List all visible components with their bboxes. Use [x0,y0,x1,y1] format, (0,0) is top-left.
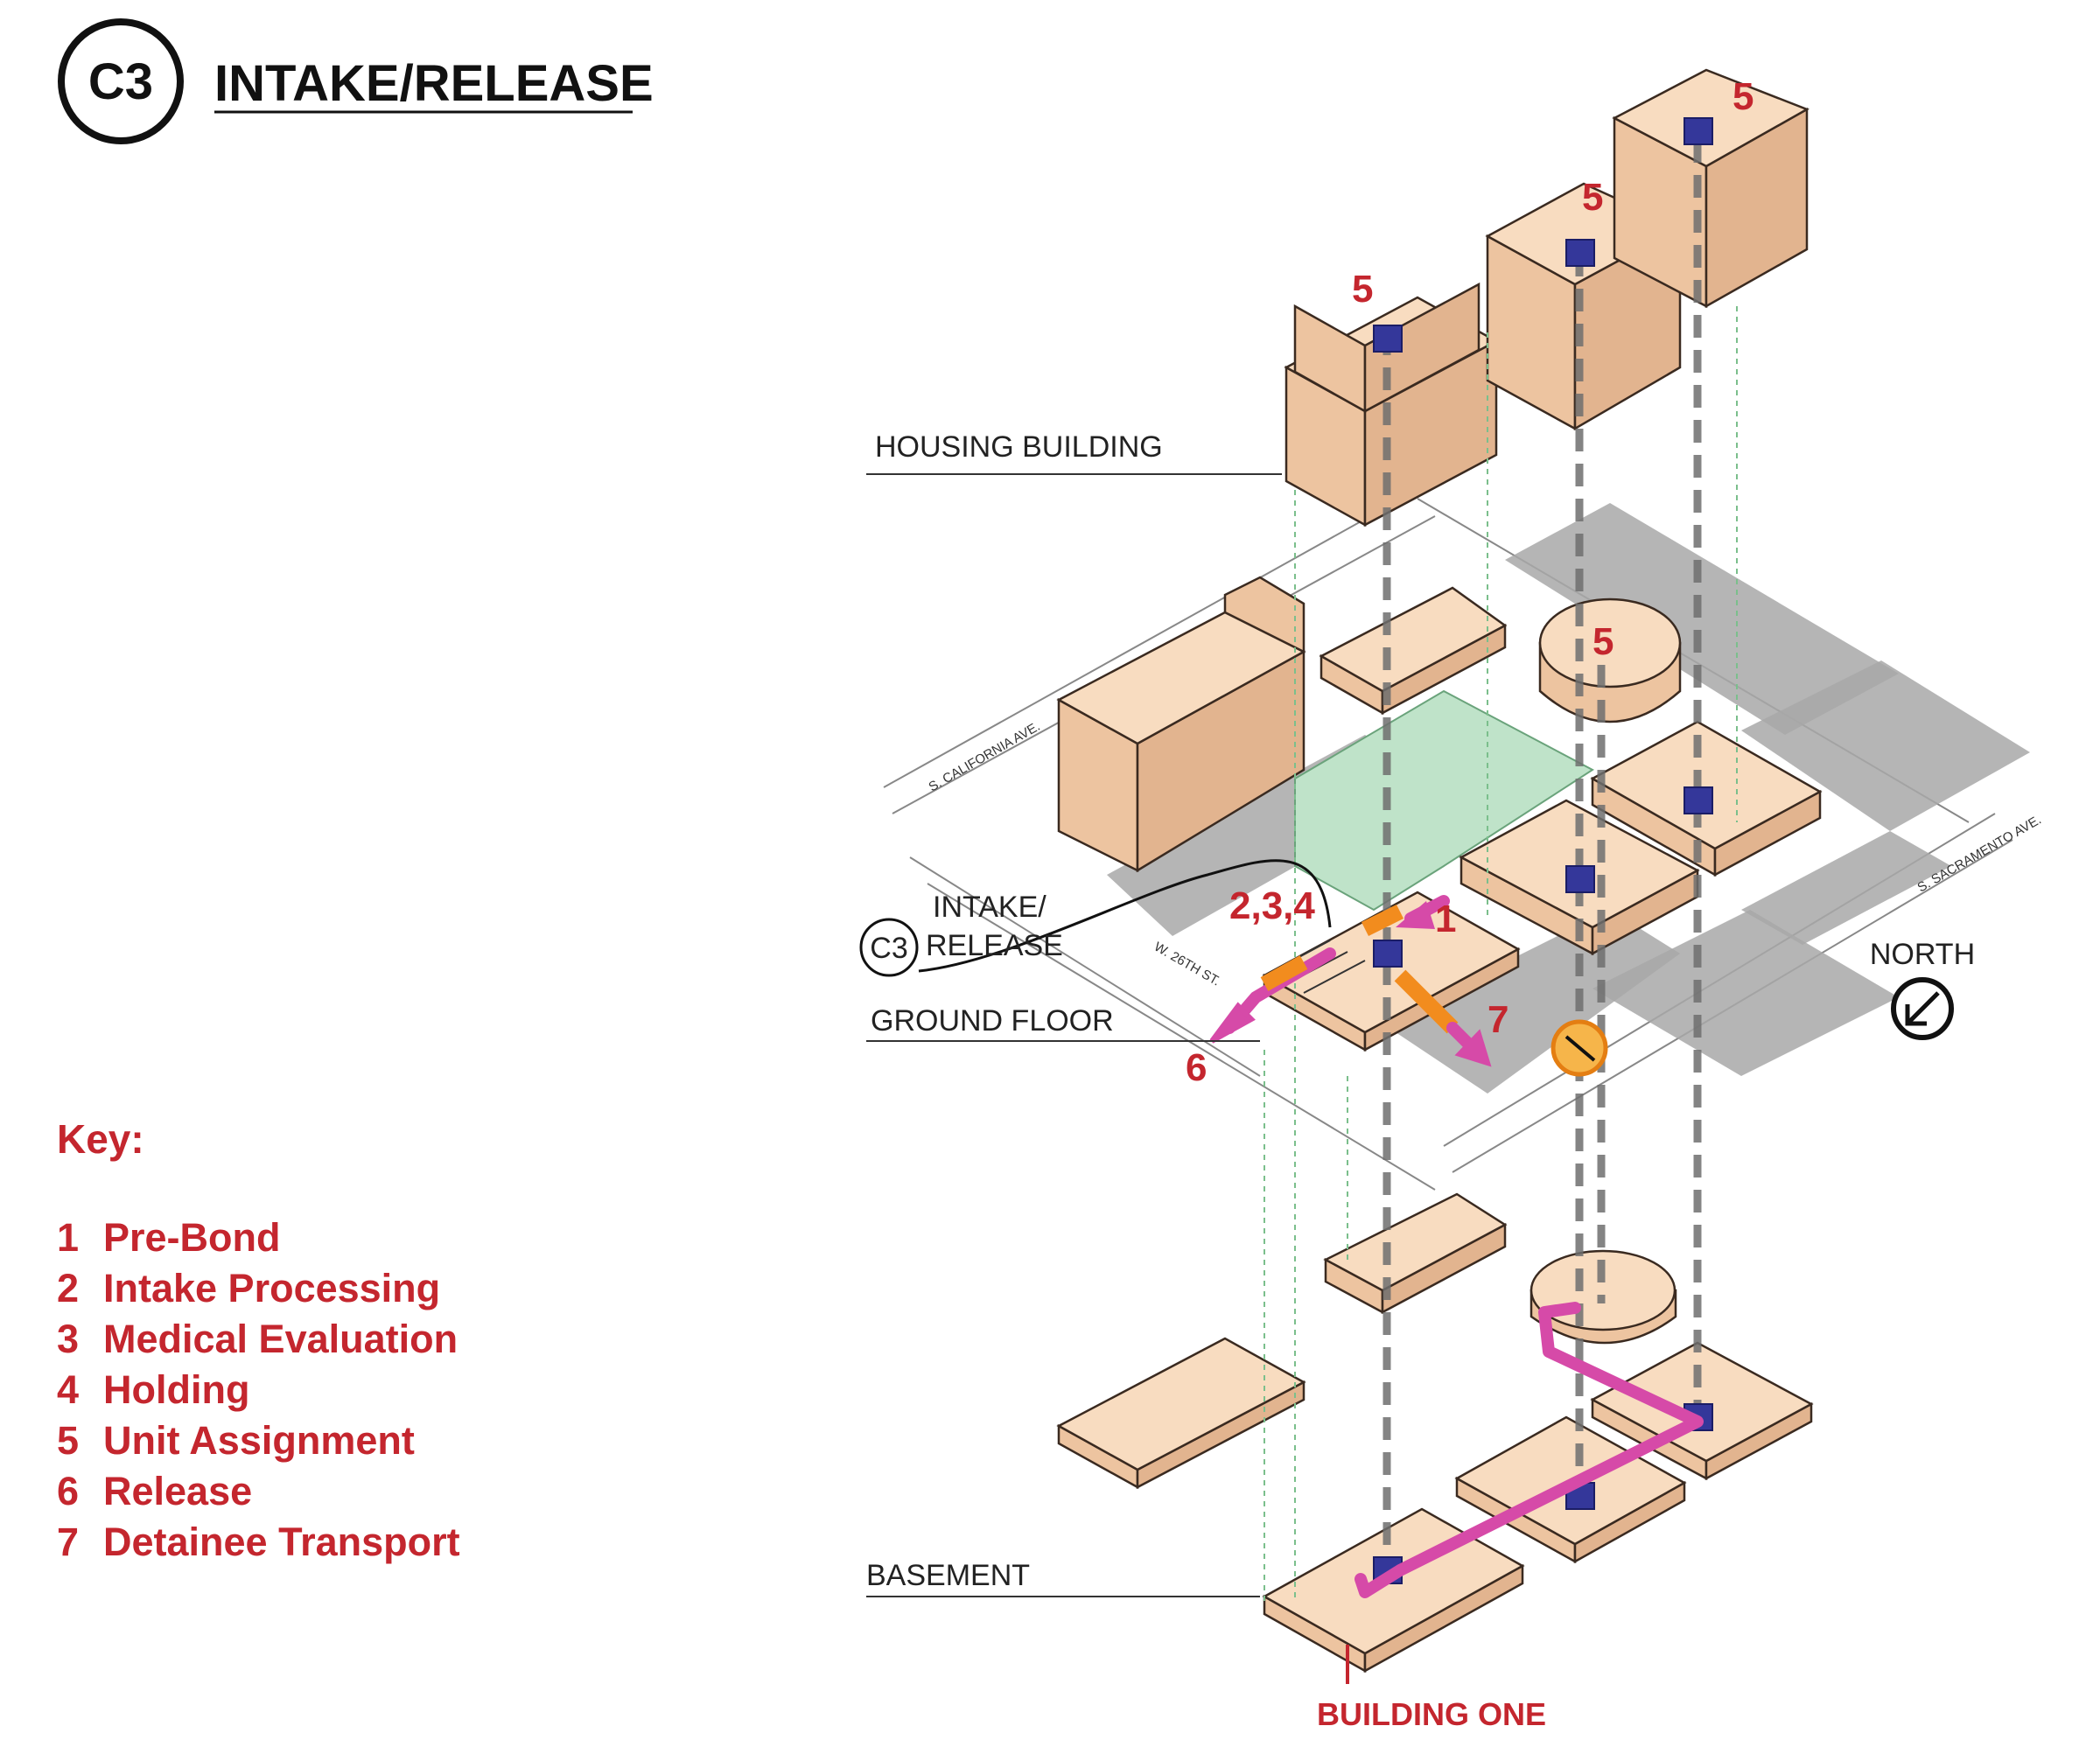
north-label: NORTH [1870,938,1975,971]
legend-item: 5 Unit Assignment [57,1418,415,1463]
core-box [1373,325,1403,353]
marker-5-round: 5 [1592,620,1614,663]
legend-label: Release [103,1469,252,1513]
housing-towers [1284,68,1810,528]
compass-needle-head [1905,1004,1927,1026]
paved-block [1505,503,1899,735]
compass-icon [1891,977,1954,1040]
marker-6: 6 [1186,1046,1207,1089]
housing-tower-right [1612,68,1810,309]
transport-arrowhead [1454,1029,1492,1067]
housing-tower-left [1284,282,1499,528]
legend-item: 2 Intake Processing [57,1266,440,1310]
legend-label: Medical Evaluation [103,1317,458,1361]
compass-needle [1906,991,1940,1025]
callout-line1: INTAKE/ [933,891,1046,924]
legend-label: Pre-Bond [103,1215,281,1260]
release-arrowhead [1209,1002,1256,1044]
basement-west-block [1056,1337,1306,1490]
ground-label: GROUND FLOOR [871,1004,1114,1038]
level-labels: HOUSING BUILDING GROUND FLOOR BASEMENT [866,430,1282,1597]
ground-floor-buildings [1056,576,1823,1052]
legend-num: 3 [57,1317,79,1361]
marker-1: 1 [1435,898,1456,940]
callout-badge-circle [859,918,919,977]
ground-floor-plate [883,489,2030,1191]
routes [1209,895,1704,1598]
basement-route [1354,1302,1704,1598]
legend-item: 4 Holding [57,1367,249,1412]
marker-5-housing-left: 5 [1352,268,1373,311]
paved-block [1382,910,1680,1094]
callout-line2: RELEASE [926,929,1063,962]
legend: Key: 1 Pre-Bond 2 Intake Processing 3 Me… [57,1116,460,1564]
legend-num: 2 [57,1266,79,1310]
core-box [1565,865,1595,893]
paved-block [1741,831,1951,945]
header-badge: C3 [88,53,153,110]
legend-label: Detainee Transport [103,1520,460,1564]
legend-num: 4 [57,1367,79,1412]
legend-label: Holding [103,1367,249,1412]
legend-num: 7 [57,1520,79,1564]
marker-5-housing-right: 5 [1732,75,1754,118]
tall-tower [1056,576,1306,873]
legend-num: 1 [57,1215,79,1260]
east-block [1590,720,1823,877]
courtyard [1294,689,1594,912]
marker-7: 7 [1488,998,1508,1041]
street-w26th: W. 26TH ST. [1152,940,1222,989]
legend-num: 6 [57,1469,79,1513]
page-title: INTAKE/RELEASE [214,55,654,112]
legend-num: 5 [57,1418,79,1463]
basement-label: BASEMENT [866,1559,1030,1592]
core-box [1373,940,1403,968]
step-markers: 5 5 5 5 2,3,4 1 6 7 [1186,75,1754,1089]
legend-item: 7 Detainee Transport [57,1520,460,1564]
legend-label: Unit Assignment [103,1418,415,1463]
legend-title: Key: [57,1116,144,1162]
annex-block [1319,586,1508,716]
prebond-arrowhead [1396,901,1435,929]
legend-item: 1 Pre-Bond [57,1215,281,1260]
street-sacramento: S. SACRAMENTO AVE. [1915,813,2044,896]
paved-block [1741,660,2030,831]
sallyport-arrow [1564,1035,1596,1062]
building-one-label: BUILDING ONE [1317,1696,1546,1732]
intake-route [1260,955,1308,991]
callout-badge: C3 [870,932,907,965]
legend-item: 3 Medical Evaluation [57,1317,458,1361]
core-box [1565,239,1595,267]
core-box [1684,786,1713,814]
north-arrow: NORTH [1870,938,1975,1040]
intake-callout: C3 INTAKE/ RELEASE [859,859,1332,977]
housing-label: HOUSING BUILDING [875,430,1163,464]
marker-234: 2,3,4 [1229,884,1315,927]
legend-label: Intake Processing [103,1266,440,1310]
transport-route [1394,969,1459,1034]
basement-annex [1323,1192,1508,1315]
header: C3 INTAKE/RELEASE [58,18,654,144]
legend-item: 6 Release [57,1469,252,1513]
intake-route [1361,904,1404,937]
building-one-callout: BUILDING ONE [1317,1645,1546,1732]
core-box [1684,117,1713,145]
marker-5-housing-middle: 5 [1582,176,1603,219]
round-housing [1538,597,1682,723]
callout-leader [918,859,1332,973]
header-badge-circle [58,18,184,144]
